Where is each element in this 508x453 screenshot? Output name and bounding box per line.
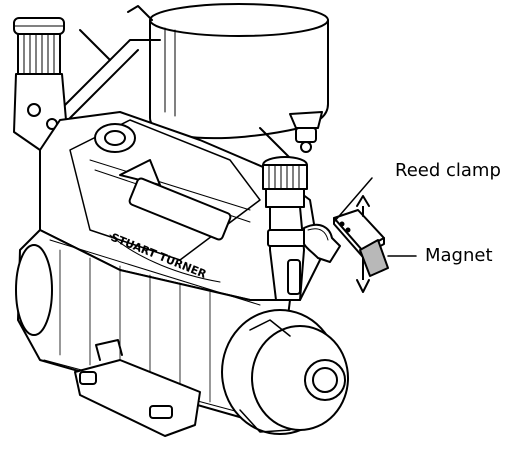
reed-clamp [303, 223, 341, 263]
reed-clamp-label: Reed clamp [395, 160, 501, 181]
right-end-housing [221, 309, 349, 435]
magnet-block [333, 209, 389, 277]
reed-clamp-leader [333, 177, 373, 223]
base-plate [74, 339, 201, 437]
movement-arrows [356, 195, 370, 293]
magnet-label: Magnet [425, 245, 493, 266]
accumulator-tank [149, 3, 329, 153]
right-outlet-fitting [262, 156, 308, 301]
